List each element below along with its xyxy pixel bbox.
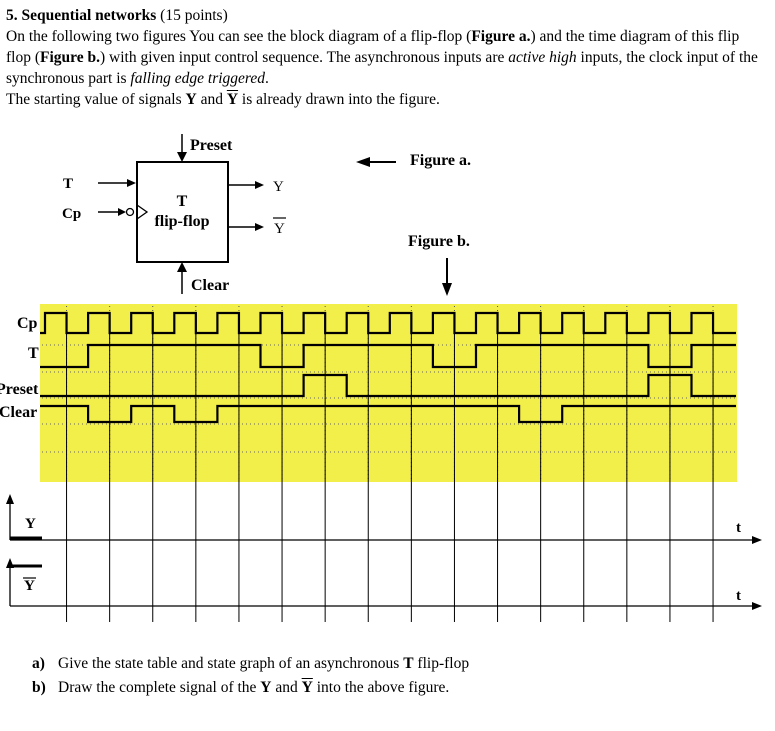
- problem-points: (15 points): [160, 7, 228, 24]
- desc-part: and: [196, 91, 227, 108]
- problem-title: Sequential networks: [21, 7, 157, 24]
- output-y-plot-label: Y: [25, 516, 36, 532]
- question-b-and: and: [271, 679, 302, 696]
- question-b-label: b): [32, 679, 46, 696]
- clock-edge-ticks: [66, 312, 714, 622]
- problem-description: On the following two figures You can see…: [6, 26, 766, 89]
- desc-part: ) with given input control sequence. The…: [100, 49, 509, 66]
- waveform-preset: [40, 373, 736, 398]
- ybar-time-axis-arrow-icon: [752, 602, 762, 610]
- signal-label-clear: Clear: [0, 404, 37, 421]
- left-arrow-icon: [356, 157, 370, 167]
- question-b-ybar: Y: [301, 679, 313, 696]
- y-vertical-axis-arrow-icon: [6, 494, 14, 504]
- preset-arrow-icon: [177, 152, 187, 162]
- input-waveforms: [40, 311, 736, 424]
- signal-label-t: T: [28, 345, 39, 362]
- question-a-text: Give the state table and state graph of …: [58, 655, 404, 672]
- input-cp-label: Cp: [62, 206, 81, 222]
- signal-label-cp: Cp: [17, 315, 38, 332]
- question-b: b)Draw the complete signal of the Y and …: [32, 676, 469, 700]
- question-b-text: Draw the complete signal of the: [58, 679, 261, 696]
- inversion-bubble-icon: [125, 207, 135, 217]
- output-ybar-label: Y: [274, 221, 285, 237]
- signal-ybar-ref: Y: [226, 91, 239, 108]
- yellow-highlight-area: [40, 304, 737, 482]
- figure-a-ref: Figure a.: [471, 28, 531, 45]
- output-ybar-plot-label: Y: [24, 578, 35, 594]
- falling-edge-term: falling edge triggered: [130, 70, 266, 87]
- block-title-flipflop: flip-flop: [154, 213, 209, 230]
- ybar-time-label: t: [736, 588, 741, 604]
- y-label-box: [16, 512, 42, 534]
- output-y-plot: Y t: [6, 494, 762, 544]
- output-y-label: Y: [273, 179, 284, 195]
- question-b-text-end: into the above figure.: [312, 679, 450, 696]
- problem-number: 5.: [6, 7, 18, 24]
- clock-triangle-icon: [136, 204, 149, 220]
- y-time-label: t: [736, 520, 741, 536]
- output-ybar-plot: Y t: [6, 558, 762, 610]
- down-arrow-icon: [442, 283, 452, 296]
- output-ybar-arrow-icon: [255, 223, 264, 231]
- desc-part: inputs, the clock input of the synchrono…: [6, 49, 758, 87]
- question-a-label: a): [32, 655, 45, 672]
- problem-text: 5. Sequential networks (15 points) On th…: [6, 5, 766, 110]
- timing-diagram: Cp T Preset Clear Y t Y t: [0, 304, 762, 622]
- question-a-bold: T: [403, 655, 414, 672]
- preset-label: Preset: [190, 137, 233, 154]
- desc-part: On the following two figures You can see…: [6, 28, 472, 45]
- figure-b-label: Figure b.: [408, 233, 470, 250]
- waveform-clear: [40, 404, 736, 424]
- problem-header: 5. Sequential networks (15 points): [6, 5, 766, 26]
- active-high-term: active high: [508, 49, 577, 66]
- input-t-arrow-icon: [127, 179, 136, 187]
- desc-part: .: [265, 70, 269, 87]
- question-a: a) Give the state table and state graph o…: [32, 652, 469, 676]
- input-t-label: T: [63, 176, 73, 192]
- desc-part: The starting value of signals: [6, 91, 186, 108]
- y-time-axis-arrow-icon: [752, 536, 762, 544]
- clear-arrow-icon: [177, 262, 187, 272]
- question-b-y: Y: [260, 679, 272, 696]
- clear-label: Clear: [191, 277, 229, 294]
- problem-start-line: The starting value of signals Y and Y is…: [6, 89, 766, 110]
- waveform-t: [40, 343, 736, 369]
- waveform-cp: [40, 311, 736, 335]
- signal-y-ref: Y: [185, 91, 197, 108]
- input-cp-arrow-icon: [118, 208, 126, 216]
- signal-label-preset: Preset: [0, 381, 39, 398]
- ybar-label-box: [18, 574, 42, 594]
- question-a-text-end: flip-flop: [413, 655, 470, 672]
- desc-part: ) and the time diagram of this flip flop…: [6, 28, 740, 66]
- output-y-arrow-icon: [255, 181, 264, 189]
- figure-b-ref: Figure b.: [40, 49, 101, 66]
- questions: a) Give the state table and state graph o…: [32, 652, 469, 700]
- figure-a-label: Figure a.: [410, 152, 471, 169]
- block-title-t: T: [177, 193, 188, 210]
- desc-part: is already drawn into the figure.: [238, 91, 440, 108]
- block-diagram: Preset Clear T Cp T flip-flop Y Y Figure…: [62, 134, 471, 296]
- flip-flop-block: [136, 161, 229, 263]
